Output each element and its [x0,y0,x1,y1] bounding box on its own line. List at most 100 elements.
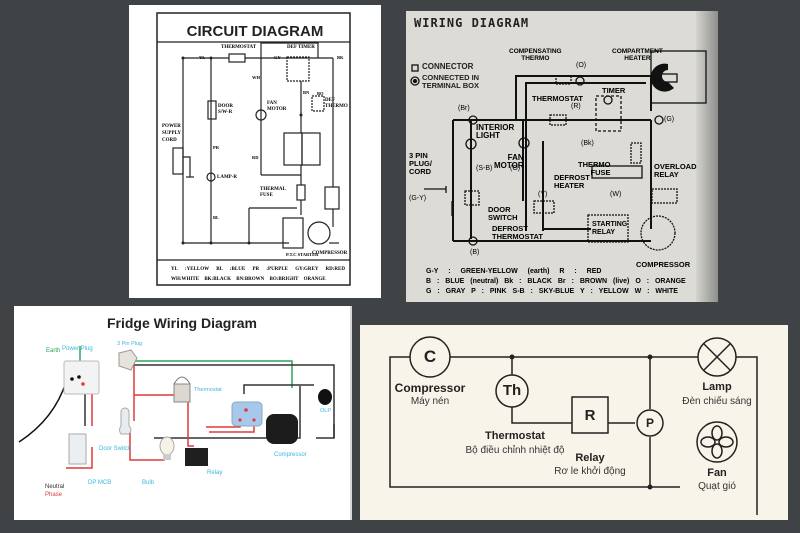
wire-label-bo: BO [317,91,324,96]
defrost-thermostat-line1: DEFROST [492,224,528,233]
lamp-name: Lamp [702,381,732,393]
bulb-device [159,436,175,456]
ptc-line2: STARTER [297,252,319,257]
thermal-fuse-line1: THERMAL [260,187,286,192]
lamp-label: LAMP-R [217,175,237,180]
legend-item: W : WHITE [634,288,678,295]
phase-label: Phase [45,492,63,498]
legend-item: G-Y : GREEN-YELLOW (earth) [426,268,550,275]
node-label-r: (R) [571,103,581,110]
door-switch-label: Door Switch [99,446,132,452]
door-switch-device [119,407,132,435]
legend-item: Br : BROWN (live) [557,278,630,285]
legend-item: BK:BLACK [204,277,231,282]
plug-line1: 3 PIN [409,151,428,160]
protector-symbol [636,409,664,437]
fan-name: Fan [707,467,727,479]
node-label-bk: (Bk) [581,140,594,147]
compressor-symbol [409,336,451,378]
legend-item: P : PINK [471,288,507,295]
neutral-label: Neutral [45,484,65,490]
olp-device [318,389,332,405]
legend-row-2: B : BLUE (neutral) Bk : BLACK Br : BROWN… [426,278,686,285]
node-label-sb: (S-B) [476,165,493,172]
wire-label-bl: BL [213,215,220,220]
relay-symbol [571,396,609,434]
legend-item: BO:BRIGHT ORANGE [269,277,326,282]
legend-item: R : RED [559,268,602,275]
legend-item: GY:GREY [295,267,319,272]
wiring-diagram-schematic [410,50,707,251]
legend-item: Y : YELLOW [580,288,629,295]
door-switch-line2: SWITCH [488,213,518,222]
legend-item: BN:BROWN [236,277,265,282]
legend-row-1: YL :YELLOW BL :BLUE PR :PURPLE GY:GREY R… [171,267,345,272]
fan-motor-line2: MOTOR [494,161,524,170]
node-label-y: (Y) [538,191,548,198]
thermostat-symbol-letter: Th [502,382,522,399]
terminal-box-line2: TERMINAL BOX [422,81,479,90]
thermostat-label: Thermostat [194,387,222,393]
def-thermo-label-line2: THERMO [325,104,348,109]
thermo-fuse-line1: THERMO [578,160,611,169]
starting-relay-line2: RELAY [592,229,616,236]
lamp-vi-name: Đèn chiếu sáng [682,396,752,407]
power-cord-line2: SUPPLY [162,131,181,136]
legend-item: O : ORANGE [635,278,686,285]
power-cord-line3: CORD [162,138,177,143]
def-timer-label: DEF TIMER [287,45,315,50]
compressor-symbol-letter: C [423,347,437,366]
protector-symbol-letter: P [645,416,654,430]
fridge-wiring-title: Fridge Wiring Diagram [106,315,257,331]
legend-item: WH:WHITE [171,277,200,282]
wire-label-bn: BN [303,90,310,95]
plug-line3: CORD [409,167,432,176]
defrost-heater-line1: DEFROST [554,173,590,182]
compressor-label: COMPRESSOR [636,260,691,269]
compressor-label: Compressor [274,452,307,458]
circuit-diagram-schematic [156,12,351,286]
node-label-o: (O) [576,62,587,69]
wire-label-gy: GY [274,55,281,60]
overload-relay-line1: OVERLOAD [654,162,697,171]
node-label-g: (G) [664,116,675,123]
power-plug-socket [63,360,100,395]
power-cord-line1: POWER [162,124,181,129]
relay-label: Relay [207,470,223,476]
node-label-w: (W) [610,191,622,198]
compressor-device [266,414,298,444]
photo-edge-shadow [696,11,718,302]
power-supply-cord-label: POWER SUPPLY CORD [162,123,181,144]
timer-label: TIMER [602,86,626,95]
fan-motor-label-line1: FAN [267,101,277,106]
three-pin-plug [118,349,138,371]
thermostat-vi-name: Bộ điều chỉnh nhiệt độ [465,445,565,456]
legend-row-2: WH:WHITE BK:BLACK BN:BROWN BO:BRIGHT ORA… [171,277,326,282]
comp-heater-line1: COMPARTMENT [612,48,663,55]
relay-symbol-letter: R [584,407,596,424]
fan-motor-label-line2: MOTOR [267,107,287,112]
thermostat-label: THERMOSTAT [221,45,257,50]
wire-label-pr: PR [213,145,219,150]
door-switch-label-line1: DOOR [218,104,233,109]
thermostat-device [173,383,191,403]
ptc-line1: P.T.C [286,252,297,257]
node-label-gy: (G-Y) [409,195,427,202]
legend-item: YL :YELLOW [171,267,209,272]
wire-label-wh: WH [252,75,261,80]
circuit-diagram-panel: CIRCUIT DIAGRAM THERMOSTAT DEF TIMER DOO… [129,5,381,298]
node-label-b: (B) [470,249,480,256]
interior-light-line1: INTERIOR [476,123,515,132]
compressor-vi-name: Máy nén [410,396,450,407]
